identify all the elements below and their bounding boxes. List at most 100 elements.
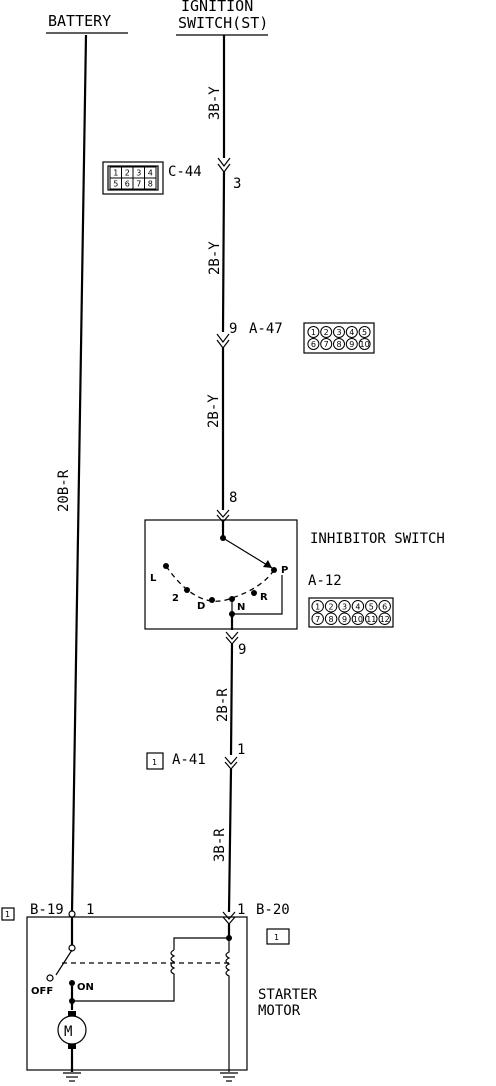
ground-symbol-motor [63, 1072, 81, 1082]
a12-pins-number: 7 [315, 615, 320, 624]
a12-pins-number: 4 [355, 602, 360, 611]
a47-pins-cell [320, 326, 333, 338]
inhibitor-bottom-connector-symbol [225, 631, 239, 645]
a12-pins-number: 3 [342, 602, 347, 611]
a12-pins-cell [378, 600, 391, 613]
a47-pins-cell [307, 326, 320, 338]
starter-wire-upper [229, 643, 234, 756]
a12-pins-cell [365, 600, 378, 613]
pos-p-dot [271, 567, 277, 573]
a47-pins-cell [333, 338, 345, 350]
a12-pins-cell [324, 600, 338, 613]
c44-pins-number: 7 [136, 180, 141, 189]
starter-wire-lower [227, 768, 233, 913]
hold-in-coil [225, 940, 231, 1072]
pos-n-label: N [237, 602, 245, 613]
a12-pins-cell [311, 600, 324, 613]
a12-pins-number: 10 [353, 615, 363, 624]
a47-pins-number: 4 [349, 328, 354, 337]
starter-switch-off-label: OFF [31, 986, 53, 997]
connector-b19-icon-text: 1 [5, 910, 10, 919]
a47-pins-number: 10 [360, 340, 370, 349]
a47-pins-cell [345, 326, 358, 338]
pos-l-dot [163, 563, 169, 569]
a12-pins-number: 9 [342, 615, 347, 624]
a47-pins-number: 5 [362, 328, 367, 337]
motor-brush-top [68, 1011, 76, 1016]
connector-b20-name: B-20 [256, 902, 290, 918]
connector-a41-icon [146, 752, 164, 770]
a47-pins-number: 3 [336, 328, 341, 337]
connector-b19-icon [1, 907, 15, 921]
a12-pins-number: 12 [380, 615, 390, 624]
a47-pins-cell [333, 326, 345, 338]
connector-a47-symbol [216, 333, 230, 349]
connector-a41-pin: 1 [237, 742, 245, 758]
starter-switch-on-contact [69, 980, 75, 986]
ignition-wire-middle [221, 171, 226, 333]
starter-label-line2: MOTOR [258, 1003, 301, 1019]
a47-pins-number: 8 [336, 340, 341, 349]
pos-p-label: P [281, 565, 288, 576]
pos-r-label: R [260, 592, 268, 603]
wire-label-2b-y-lower: 2B-Y [206, 394, 222, 428]
ignition-label-line2: SWITCH(ST) [178, 14, 268, 32]
c44-pins-number: 2 [125, 169, 130, 178]
inhibitor-position-arc [165, 565, 275, 602]
connector-a41-name: A-41 [172, 752, 206, 768]
inhibitor-internal-link [231, 575, 283, 615]
a12-pins-cell [365, 612, 378, 625]
a12-pins-cell [338, 600, 351, 613]
c44-pins-number: 8 [148, 180, 153, 189]
a12-pins-cell [338, 612, 351, 625]
starter-pull-in-return [72, 980, 175, 1002]
connector-a47-name: A-47 [249, 321, 283, 337]
wire-label-2b-r: 2B-R [215, 688, 231, 722]
pos-d-dot [209, 597, 215, 603]
c44-pins-number: 1 [113, 169, 118, 178]
connector-c44-symbol [217, 157, 231, 173]
inhibitor-pin-top: 8 [229, 490, 237, 506]
ground-symbol-solenoid [220, 1072, 238, 1082]
wire-label-3b-r: 3B-R [212, 828, 228, 862]
a47-pins-cell [320, 338, 333, 350]
inhibitor-contact-arm [222, 537, 273, 569]
a47-pins-number: 7 [324, 340, 329, 349]
starter-label-line1: STARTER [258, 987, 318, 1003]
connector-a47-pin: 9 [229, 321, 237, 337]
connector-b20-icon-text: 1 [274, 933, 279, 942]
a12-pins-cell [378, 612, 391, 625]
pos-d-label: D [197, 601, 205, 612]
inhibitor-switch-label: INHIBITOR SWITCH [310, 531, 445, 547]
a12-pins-number: 6 [382, 602, 387, 611]
connector-b19-name: B-19 [30, 902, 64, 918]
inhibitor-arrow-head [263, 560, 272, 568]
a47-pins-number: 9 [349, 340, 354, 349]
a12-pins-number: 1 [315, 602, 320, 611]
pos-r-dot [251, 590, 257, 596]
connector-a41-symbol [224, 756, 238, 770]
wire-label-3b-y: 3B-Y [207, 86, 223, 120]
connector-b19-pin: 1 [86, 902, 94, 918]
starter-motor-box [26, 916, 248, 1071]
a47-pins-number: 1 [311, 328, 316, 337]
c44-pins-number: 3 [136, 169, 141, 178]
a12-pins-cell [324, 612, 338, 625]
a47-pins-cell [358, 326, 371, 338]
connector-b19-terminal [68, 910, 76, 918]
a12-pins-number: 5 [369, 602, 374, 611]
starter-switch-off-contact [46, 974, 54, 982]
connector-c44-name: C-44 [168, 164, 202, 180]
battery-label: BATTERY [48, 12, 111, 30]
pos-2-dot [184, 587, 190, 593]
a12-pins-number: 8 [329, 615, 334, 624]
a12-pins-number: 11 [366, 615, 376, 624]
motor-brush-bottom [68, 1044, 76, 1049]
battery-wire [70, 34, 88, 913]
connector-a12-name: A-12 [308, 573, 342, 589]
c44-pins-number: 6 [125, 180, 130, 189]
